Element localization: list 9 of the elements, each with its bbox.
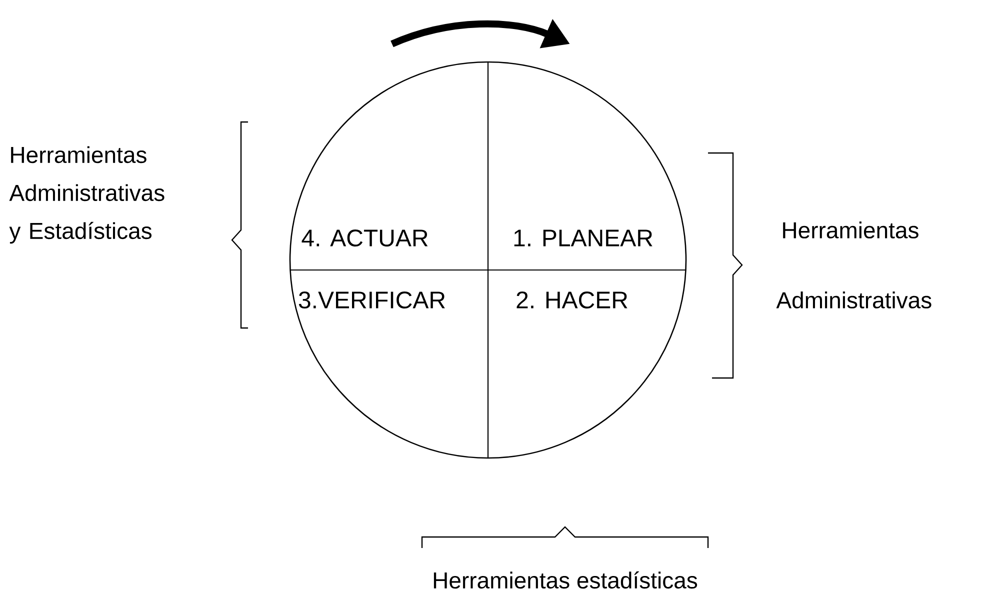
cycle-circle xyxy=(289,61,687,459)
bracket-label: Herramientas xyxy=(783,222,918,238)
quadrant-label: 2. HACER xyxy=(516,292,628,308)
quadrant-label: 4. ACTUAR xyxy=(302,230,428,246)
bracket-label: Herramientas Administrativas y Estadísticas xyxy=(9,146,164,244)
bracket-label: Administrativas xyxy=(776,292,932,308)
quadrant-label: 3.VERIFICAR xyxy=(298,292,445,308)
quadrant-label: 1. PLANEAR xyxy=(514,230,652,246)
bracket-label: Herramientas estadísticas xyxy=(434,571,698,589)
